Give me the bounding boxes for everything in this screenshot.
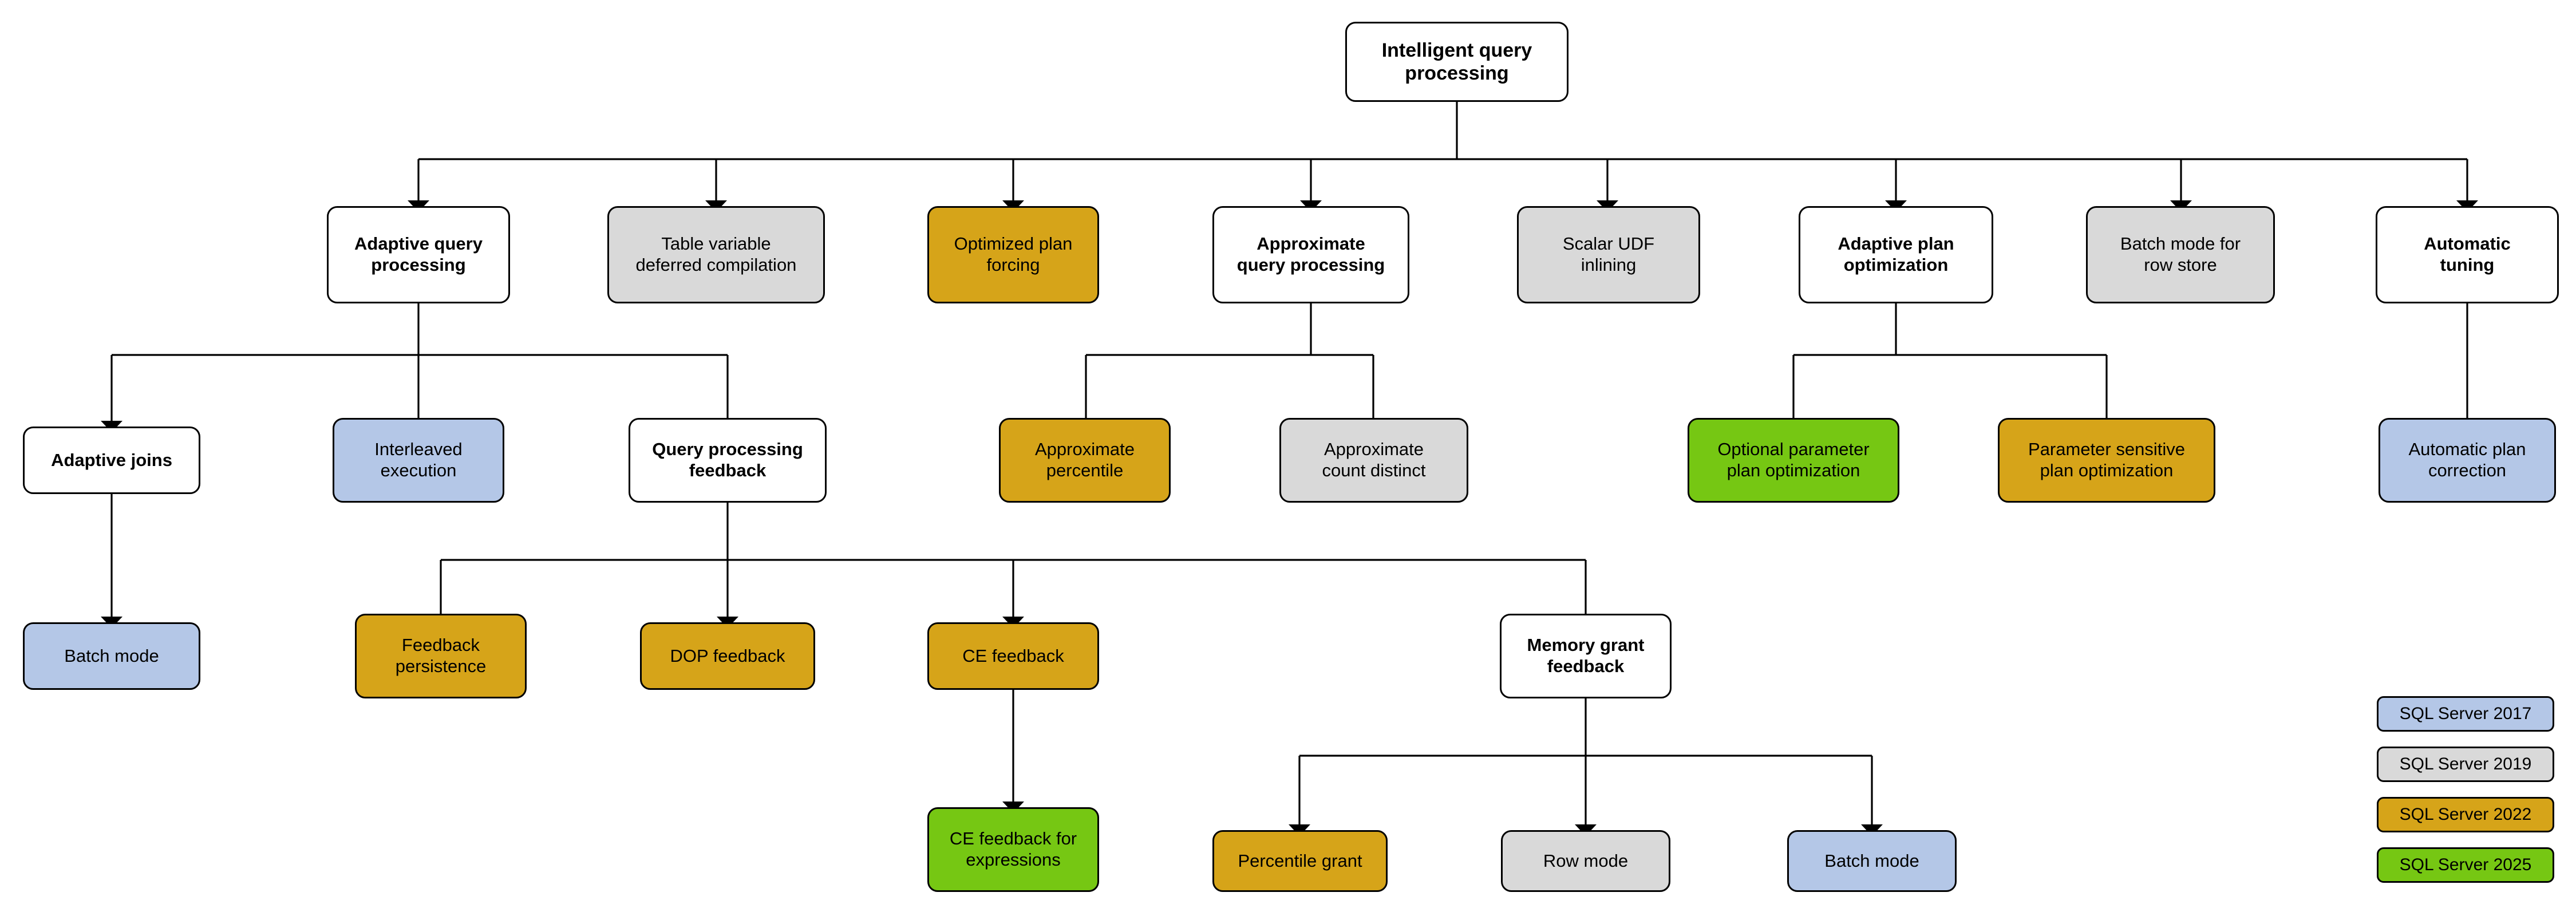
node-batch-mode[interactable]: Batch mode — [23, 622, 200, 690]
node-intelligent-query-processing[interactable]: Intelligent query processing — [1345, 22, 1568, 102]
node-scalar-udf-inlining[interactable]: Scalar UDF inlining — [1517, 206, 1700, 303]
node-memory-grant-feedback[interactable]: Memory grant feedback — [1500, 614, 1672, 698]
node-query-processing-feedback[interactable]: Query processing feedback — [629, 418, 827, 503]
node-label: CE feedback for expressions — [949, 828, 1077, 870]
node-label: Percentile grant — [1238, 850, 1362, 871]
node-label: CE feedback — [962, 645, 1064, 666]
node-approximate-query-processing[interactable]: Approximate query processing — [1212, 206, 1409, 303]
node-batch-mode-memory-grant[interactable]: Batch mode — [1787, 830, 1957, 892]
node-label: Approximate percentile — [1034, 439, 1135, 480]
node-label: Scalar UDF inlining — [1562, 234, 1655, 275]
legend-label: SQL Server 2025 — [2399, 855, 2532, 874]
legend-item-sql-server-2019[interactable]: SQL Server 2019 — [2377, 747, 2554, 782]
node-approximate-percentile[interactable]: Approximate percentile — [999, 418, 1171, 503]
node-label: Batch mode for row store — [2120, 234, 2241, 275]
node-label: Batch mode — [64, 645, 159, 666]
node-label: Optimized plan forcing — [954, 234, 1073, 275]
node-label: Row mode — [1543, 850, 1629, 871]
node-adaptive-query-processing[interactable]: Adaptive query processing — [327, 206, 510, 303]
legend-label: SQL Server 2019 — [2399, 755, 2532, 773]
node-percentile-grant[interactable]: Percentile grant — [1212, 830, 1388, 892]
node-label: Adaptive plan optimization — [1838, 234, 1954, 275]
node-label: DOP feedback — [670, 645, 785, 666]
legend-label: SQL Server 2017 — [2399, 704, 2532, 723]
node-optimized-plan-forcing[interactable]: Optimized plan forcing — [927, 206, 1099, 303]
node-label: Approximate count distinct — [1322, 439, 1426, 480]
node-batch-mode-for-row-store[interactable]: Batch mode for row store — [2086, 206, 2275, 303]
node-label: Memory grant feedback — [1527, 635, 1645, 676]
node-label: Batch mode — [1824, 850, 1919, 871]
node-label: Automatic plan correction — [2408, 439, 2526, 480]
node-label: Intelligent query processing — [1381, 39, 1532, 84]
node-label: Approximate query processing — [1236, 234, 1385, 275]
node-automatic-plan-correction[interactable]: Automatic plan correction — [2379, 418, 2556, 503]
node-label: Query processing feedback — [652, 439, 803, 480]
node-label: Adaptive joins — [51, 449, 172, 470]
node-label: Table variable deferred compilation — [635, 234, 797, 275]
legend-item-sql-server-2017[interactable]: SQL Server 2017 — [2377, 696, 2554, 732]
node-approximate-count-distinct[interactable]: Approximate count distinct — [1279, 418, 1468, 503]
node-adaptive-joins[interactable]: Adaptive joins — [23, 427, 200, 494]
node-row-mode[interactable]: Row mode — [1501, 830, 1670, 892]
legend-item-sql-server-2022[interactable]: SQL Server 2022 — [2377, 797, 2554, 832]
legend-label: SQL Server 2022 — [2399, 805, 2532, 824]
node-table-variable-deferred-compilation[interactable]: Table variable deferred compilation — [607, 206, 825, 303]
node-label: Parameter sensitive plan optimization — [2028, 439, 2185, 480]
node-ce-feedback[interactable]: CE feedback — [927, 622, 1099, 690]
node-adaptive-plan-optimization[interactable]: Adaptive plan optimization — [1799, 206, 1993, 303]
node-ce-feedback-for-expressions[interactable]: CE feedback for expressions — [927, 807, 1099, 892]
node-optional-parameter-plan-optimization[interactable]: Optional parameter plan optimization — [1688, 418, 1899, 503]
node-label: Optional parameter plan optimization — [1717, 439, 1870, 480]
node-label: Feedback persistence — [395, 635, 487, 676]
node-feedback-persistence[interactable]: Feedback persistence — [355, 614, 527, 698]
node-interleaved-execution[interactable]: Interleaved execution — [333, 418, 504, 503]
node-label: Interleaved execution — [374, 439, 463, 480]
node-dop-feedback[interactable]: DOP feedback — [640, 622, 815, 690]
legend-item-sql-server-2025[interactable]: SQL Server 2025 — [2377, 847, 2554, 883]
node-automatic-tuning[interactable]: Automatic tuning — [2376, 206, 2559, 303]
node-label: Automatic tuning — [2424, 234, 2511, 275]
node-parameter-sensitive-plan-optimization[interactable]: Parameter sensitive plan optimization — [1998, 418, 2215, 503]
node-label: Adaptive query processing — [354, 234, 483, 275]
